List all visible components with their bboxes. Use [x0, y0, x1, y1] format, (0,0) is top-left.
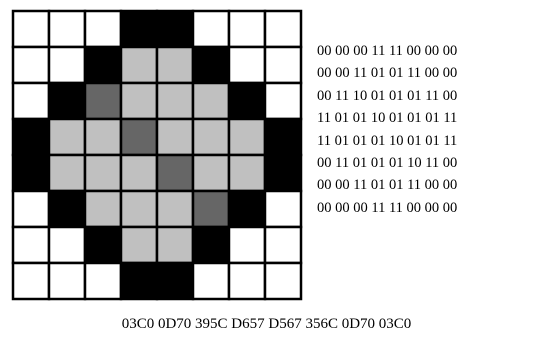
grid-cell: [157, 263, 193, 299]
grid-cell: [157, 191, 193, 227]
grid-cell: [49, 11, 85, 47]
grid-cell: [49, 83, 85, 119]
binary-row: 00 00 11 01 01 11 00 00: [317, 62, 457, 84]
grid-cell: [193, 83, 229, 119]
grid-cell: [85, 83, 121, 119]
grid-cell: [229, 119, 265, 155]
grid-cell: [13, 227, 49, 263]
grid-cell: [229, 191, 265, 227]
grid-cell: [121, 119, 157, 155]
grid-cell: [265, 263, 301, 299]
pixel-grid: [10, 8, 304, 302]
grid-cell: [229, 263, 265, 299]
grid-cell: [193, 11, 229, 47]
binary-row: 00 11 10 01 01 01 11 00: [317, 85, 457, 107]
grid-cell: [265, 47, 301, 83]
grid-cell: [85, 47, 121, 83]
grid-cell: [49, 119, 85, 155]
grid-cell: [193, 47, 229, 83]
grid-cell: [157, 119, 193, 155]
grid-cell: [121, 11, 157, 47]
grid-cell: [85, 191, 121, 227]
grid-cell: [85, 227, 121, 263]
grid-cell: [193, 119, 229, 155]
grid-cell: [13, 47, 49, 83]
grid-cell: [193, 263, 229, 299]
binary-row: 00 11 01 01 01 10 11 00: [317, 152, 457, 174]
grid-cell: [157, 155, 193, 191]
grid-cell: [13, 11, 49, 47]
binary-row: 11 01 01 01 10 01 01 11: [317, 130, 457, 152]
grid-cell: [193, 227, 229, 263]
grid-cell: [121, 227, 157, 263]
binary-row: 00 00 11 01 01 11 00 00: [317, 174, 457, 196]
grid-cell: [13, 83, 49, 119]
grid-cell: [13, 119, 49, 155]
grid-cell: [193, 191, 229, 227]
grid-cell: [265, 119, 301, 155]
hex-caption: 03C0 0D70 395C D657 D567 356C 0D70 03C0: [0, 316, 533, 333]
grid-cell: [229, 227, 265, 263]
grid-cell: [157, 227, 193, 263]
grid-cell: [193, 155, 229, 191]
grid-cell: [157, 11, 193, 47]
grid-cell: [85, 11, 121, 47]
grid-cell: [85, 263, 121, 299]
grid-cell: [13, 191, 49, 227]
binary-row: 00 00 00 11 11 00 00 00: [317, 40, 457, 62]
grid-cell: [229, 11, 265, 47]
grid-cell: [49, 47, 85, 83]
grid-cell: [13, 263, 49, 299]
grid-cell: [229, 83, 265, 119]
grid-cell: [85, 119, 121, 155]
grid-cell: [229, 47, 265, 83]
grid-cell: [49, 263, 85, 299]
binary-row: 11 01 01 10 01 01 01 11: [317, 107, 457, 129]
grid-cell: [121, 47, 157, 83]
grid-cell: [265, 11, 301, 47]
grid-cell: [49, 191, 85, 227]
grid-cell: [265, 83, 301, 119]
grid-cell: [121, 83, 157, 119]
grid-cell: [85, 155, 121, 191]
binary-row: 00 00 00 11 11 00 00 00: [317, 197, 457, 219]
grid-cell: [121, 191, 157, 227]
grid-cell: [157, 47, 193, 83]
grid-cell: [49, 155, 85, 191]
grid-cell: [121, 263, 157, 299]
grid-cell: [229, 155, 265, 191]
grid-cell: [265, 155, 301, 191]
grid-cell: [13, 155, 49, 191]
grid-cell: [121, 155, 157, 191]
grid-cell: [265, 227, 301, 263]
grid-cell: [49, 227, 85, 263]
binary-code-rows: 00 00 00 11 11 00 00 00 00 00 11 01 01 1…: [317, 40, 457, 219]
grid-cell: [265, 191, 301, 227]
grid-cell: [157, 83, 193, 119]
